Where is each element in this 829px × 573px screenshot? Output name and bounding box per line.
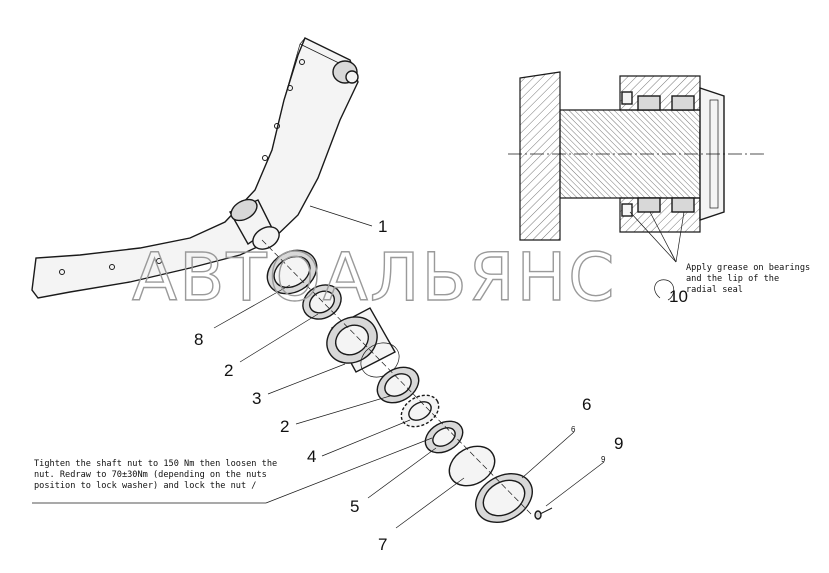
screw-part-9 <box>534 507 553 520</box>
callout-1: 1 <box>378 217 387 236</box>
callout-2-lower: 2 <box>280 417 289 436</box>
leader-lines <box>32 205 675 529</box>
callout-6-small: 6 <box>571 425 576 434</box>
callout-8: 8 <box>194 330 203 349</box>
callout-9: 9 <box>614 434 623 453</box>
callout-10: 10 <box>669 287 688 306</box>
cover-disc-part-7 <box>448 445 496 487</box>
lock-washer-part-4 <box>400 394 440 428</box>
arm-hole <box>59 269 65 275</box>
cross-section-view <box>508 71 766 263</box>
callout-5: 5 <box>350 497 359 516</box>
watermark: АВТОАЛЬЯНС <box>132 239 616 316</box>
hub-part-3 <box>326 307 400 378</box>
arm-hole <box>274 123 280 129</box>
callout-3: 3 <box>252 389 261 408</box>
callout-7: 7 <box>378 535 387 554</box>
callout-2-upper: 2 <box>224 361 233 380</box>
arm-hole <box>156 258 162 264</box>
grease-note-line-3: radial seal <box>686 285 743 295</box>
shaft-nut-part-5 <box>424 420 464 454</box>
arm-part-1 <box>31 37 359 299</box>
grease-note-line-1: Apply grease on bearings <box>686 263 810 273</box>
callout-9-small: 9 <box>601 455 606 464</box>
arm-hole <box>287 85 293 91</box>
torque-note-line-3: position to lock washer) and lock the nu… <box>34 481 256 491</box>
arm-hole <box>299 59 305 65</box>
torque-note-line-2: nut. Redraw to 70±30Nm (depending on the… <box>34 470 267 480</box>
end-cap-part-6 <box>475 473 533 523</box>
arm-hole <box>109 264 115 270</box>
torque-note-line-1: Tighten the shaft nut to 150 Nm then loo… <box>34 459 277 469</box>
bearing-part-2-lower <box>376 366 420 404</box>
seal-part-8 <box>266 249 318 295</box>
callout-6: 6 <box>582 395 591 414</box>
arm-hole <box>262 155 268 161</box>
callout-4: 4 <box>307 447 316 466</box>
grease-note-line-2: and the lip of the <box>686 274 779 284</box>
